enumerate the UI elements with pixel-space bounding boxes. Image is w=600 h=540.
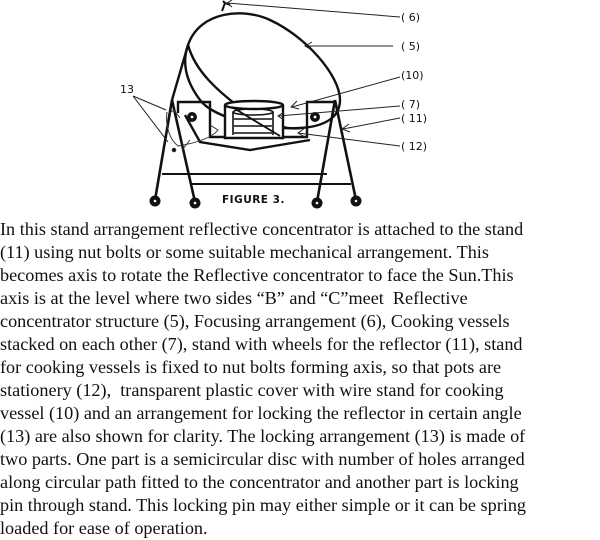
text-line: (13) are also shown for clarity. The loc…: [0, 426, 526, 446]
text-line: along circular path fitted to the concen…: [0, 472, 519, 492]
text-line: for cooking vessels is fixed to nut bolt…: [0, 357, 502, 377]
text-line: concentrator structure (5), Focusing arr…: [0, 311, 510, 331]
reflector-stand-right: [315, 99, 358, 203]
text-line: In this stand arrangement reflective con…: [0, 219, 524, 239]
figure-caption: FIGURE 3.: [222, 194, 285, 206]
text-line: axis is at the level where two sides “B”…: [0, 288, 468, 308]
label-7: ( 7): [401, 98, 420, 111]
text-line: pin through stand. This locking pin may …: [0, 495, 527, 515]
locking-arrangement: [166, 109, 219, 153]
wheels: [149, 195, 362, 209]
text-line: loaded for ease of operation.: [0, 518, 208, 538]
text-line: vessel (10) and an arrangement for locki…: [0, 403, 522, 423]
axle-bolts: [187, 112, 320, 122]
label-6: ( 6): [401, 11, 420, 24]
label-5: ( 5): [401, 40, 420, 53]
label-13: 13: [120, 83, 134, 96]
text-line: (11) using nut bolts or some suitable me…: [0, 242, 489, 262]
cooking-vessel-stand: [176, 100, 335, 152]
text-line: becomes axis to rotate the Reflective co…: [0, 265, 514, 285]
figure-3-solar-cooker-diagram: ( 6) ( 5) (10) ( 7) ( 11) ( 12) 13 FIGUR…: [120, 0, 427, 209]
leader-lines: [132, 0, 401, 147]
text-line: stationery (12), transparent plastic cov…: [0, 380, 504, 400]
label-11: ( 11): [401, 112, 427, 125]
body-paragraph: In this stand arrangement reflective con…: [0, 218, 600, 540]
text-line: stacked on each other (7), stand with wh…: [0, 334, 523, 354]
label-10: (10): [401, 69, 424, 82]
label-12: ( 12): [401, 140, 427, 153]
stacked-cooking-vessels: [232, 108, 274, 135]
text-line: two parts. One part is a semicircular di…: [0, 449, 525, 469]
stand-crossbars: [162, 173, 351, 185]
